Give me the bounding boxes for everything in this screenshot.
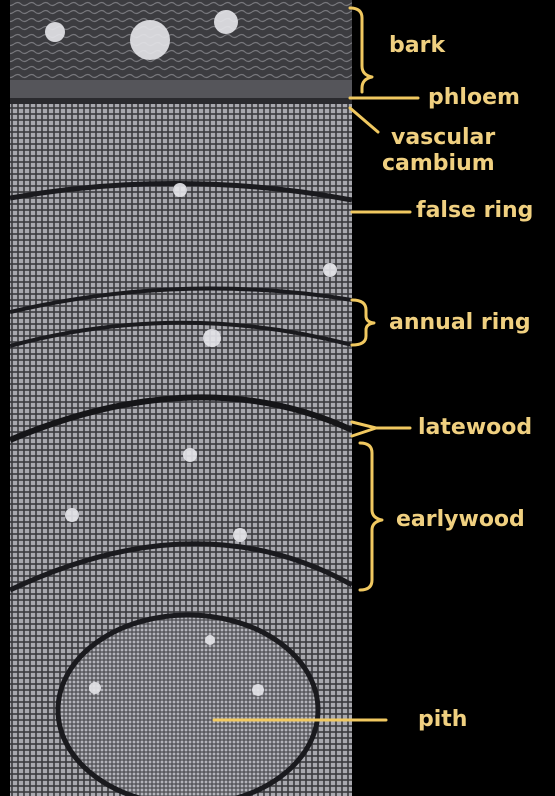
label-false-ring: false ring — [416, 199, 533, 223]
annual-ring-bracket — [352, 300, 374, 345]
label-vascular-cambium-line2: cambium — [382, 152, 495, 176]
latewood-pointer-lines — [352, 422, 410, 436]
bark-bracket — [350, 8, 372, 92]
earlywood-bracket — [360, 443, 382, 590]
label-annual-ring: annual ring — [389, 311, 531, 335]
label-latewood: latewood — [418, 416, 532, 440]
label-vascular-cambium-line1: vascular — [391, 126, 495, 150]
label-bark: bark — [389, 34, 445, 58]
label-earlywood: earlywood — [396, 508, 525, 532]
label-phloem: phloem — [428, 86, 520, 110]
label-pith: pith — [418, 708, 467, 732]
vascular-cambium-pointer-line — [350, 108, 378, 132]
